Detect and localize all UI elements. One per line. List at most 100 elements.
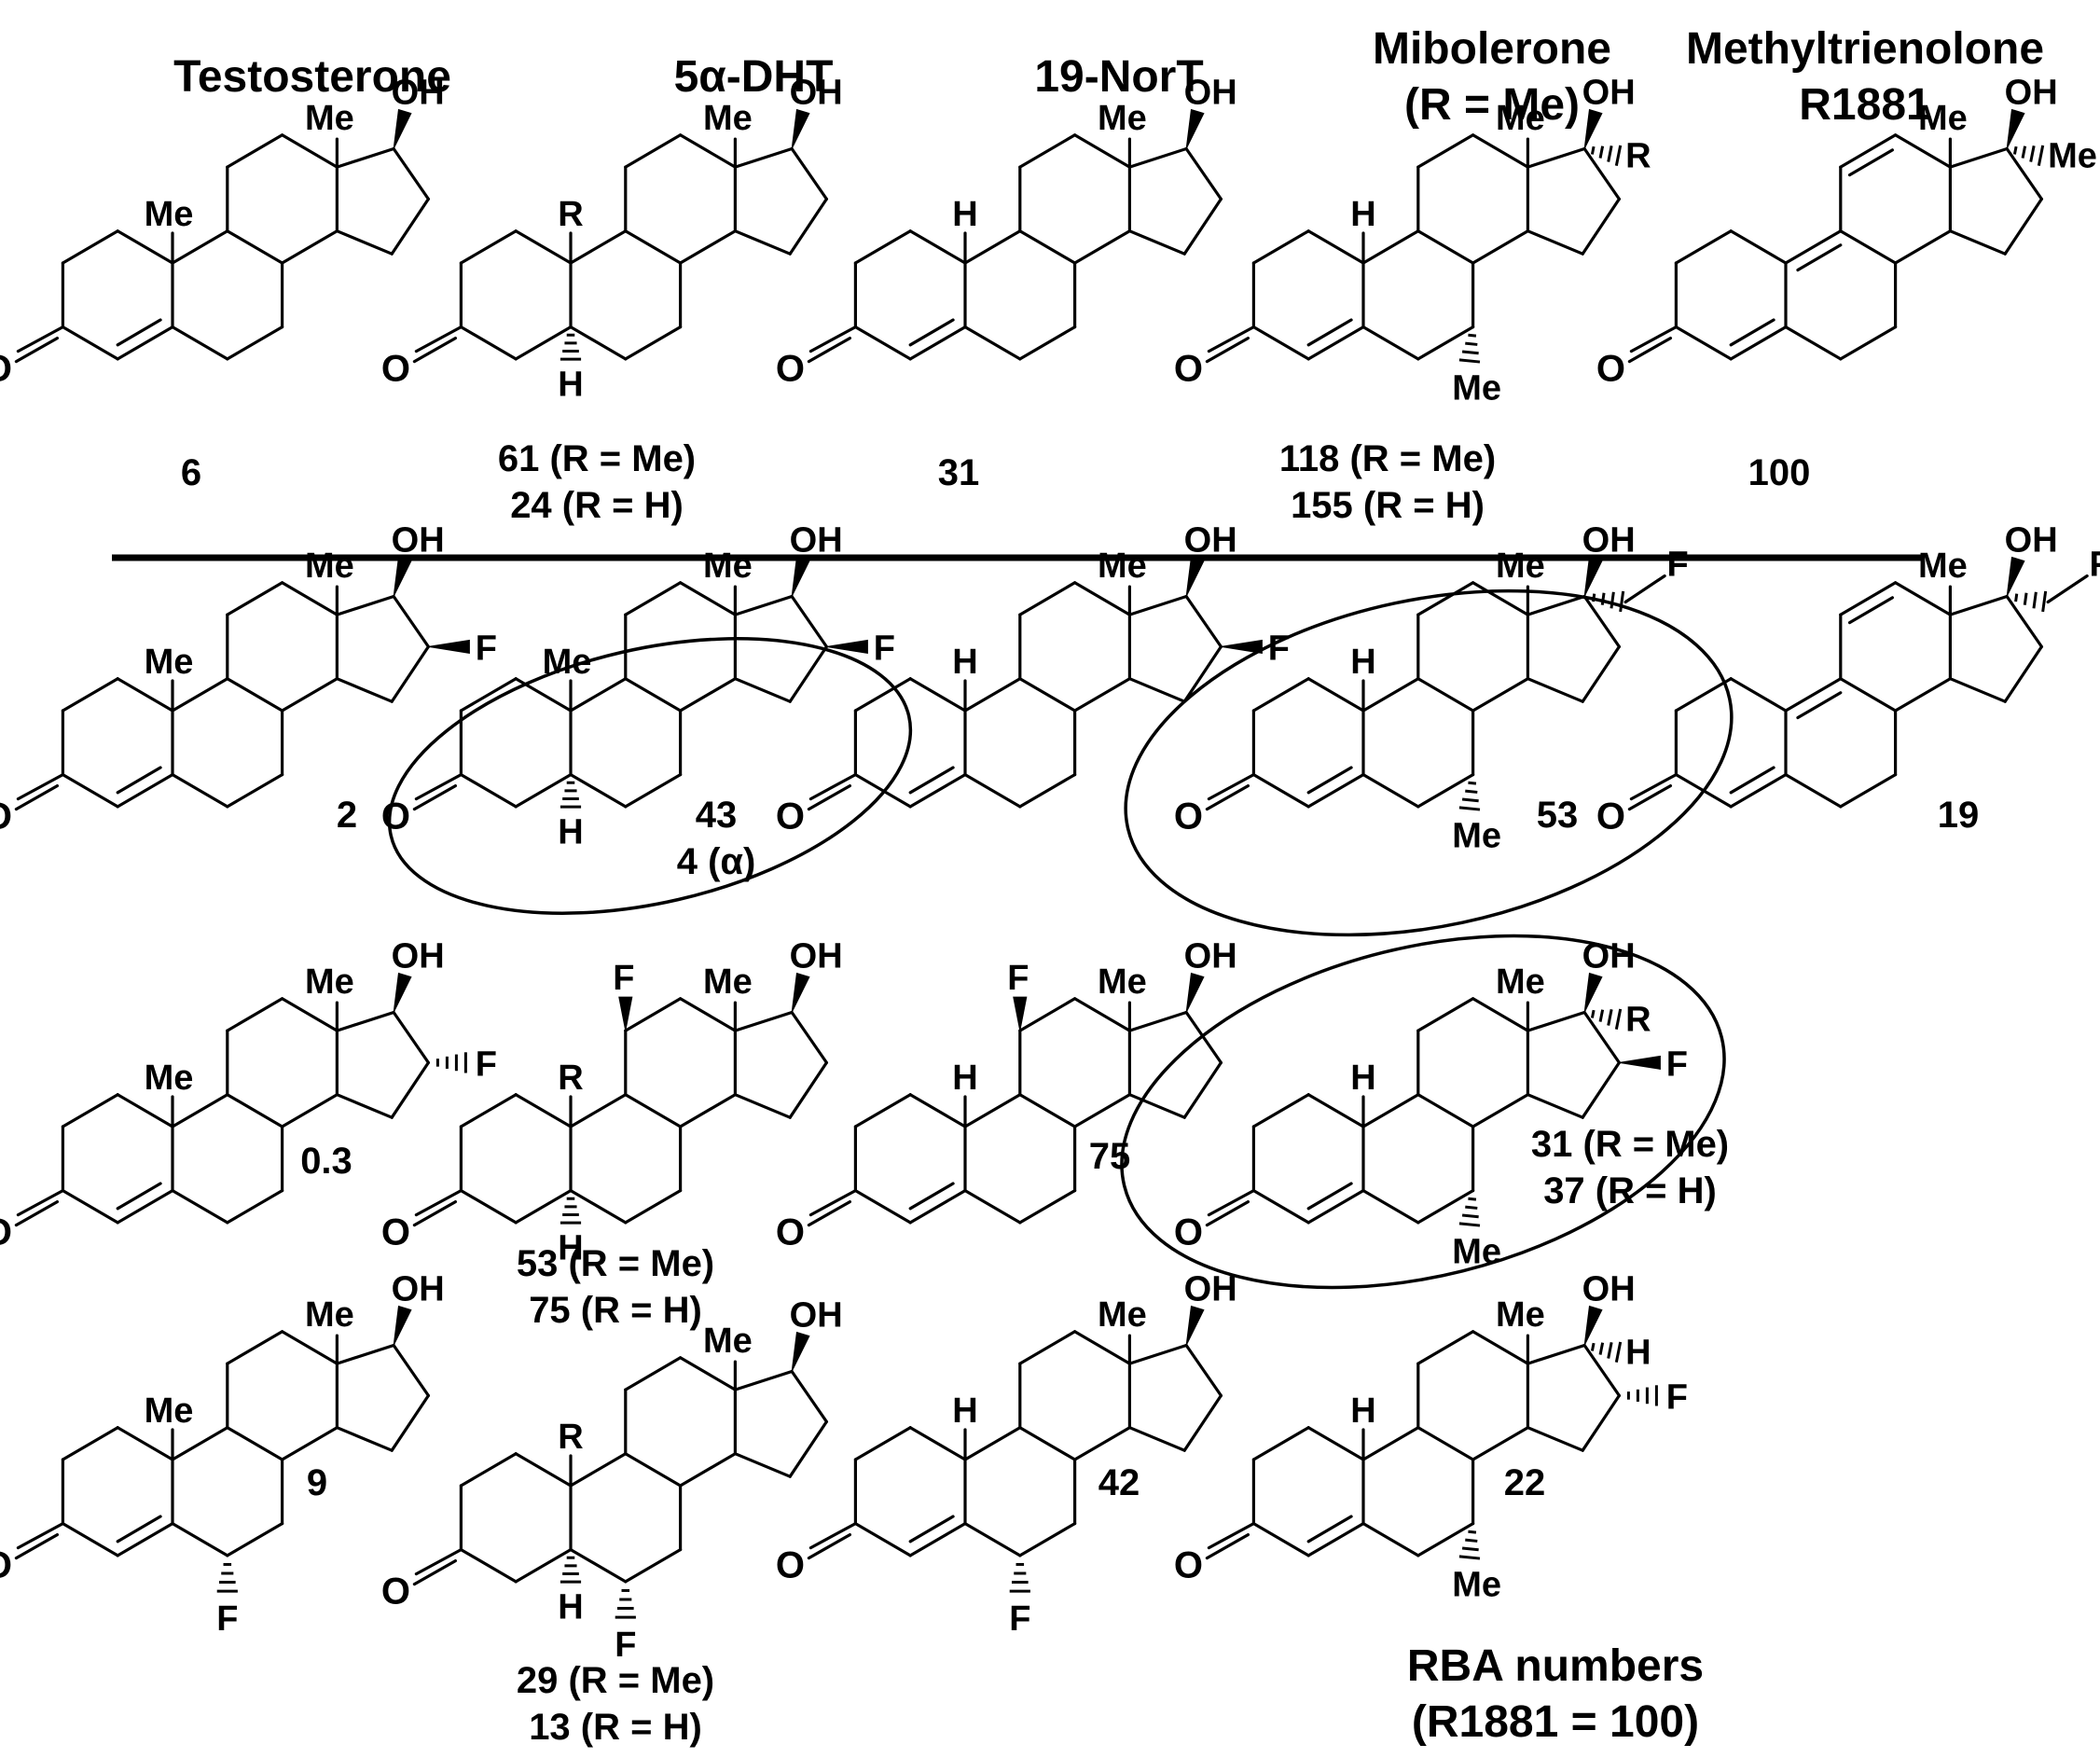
hash-bond [1458,358,1481,364]
legend-subtitle: (R1881 = 100) [1412,1697,1699,1747]
ring-bond [1018,1188,1077,1225]
carbonyl-bond [1207,1521,1256,1550]
carbonyl-bond [412,1558,457,1586]
hash-bond [1461,1213,1479,1219]
rba-value: 19 [1938,795,1980,836]
oxygen-label: O [381,349,410,390]
ring-bond [1839,772,1898,809]
ring-bond [1526,677,1584,703]
ring-bond [459,229,518,265]
ring-bond [624,325,683,361]
hash-bond [1590,1342,1596,1351]
fluorine-label: F [1009,1599,1030,1639]
ring-bond [1018,229,1077,265]
ring-bond [61,1093,119,1128]
ring-bond [1072,229,1132,265]
rba-value: 22 [1504,1462,1546,1503]
compound-name: Methyltrienolone [1686,24,2044,74]
ring-bond [1306,325,1365,361]
molecule: OMeMeOHF2 [0,521,497,837]
double-bond [1306,766,1353,795]
ring-bond [116,772,174,809]
ring-bond [2003,197,2043,256]
carbonyl-bond [807,783,852,811]
hydroxyl-label: OH [392,521,445,561]
ring-bond [1416,229,1475,265]
c10-substituent: H [1350,643,1375,682]
ring-bond [908,325,967,361]
ring-bond [678,677,738,713]
ring-bond [459,325,518,361]
ring-bond [1251,677,1310,713]
rba-value: 9 [307,1462,327,1503]
ring-bond [392,146,430,201]
hydrogen-label: H [558,1229,583,1268]
carbonyl-bond [16,772,65,801]
ring-bond [1361,1521,1420,1557]
molecule: OMeMeOHF9 [0,1270,445,1639]
ring-bond [788,644,829,703]
ring-bond [61,1188,119,1225]
ring-bond [1729,677,1788,713]
hash-bond [1607,1342,1613,1359]
ring-bond [788,1060,829,1119]
hash-bond [1458,1222,1481,1227]
ring-bond [281,229,338,265]
oxygen-label: O [1596,349,1625,390]
wedge-bond [791,108,810,149]
ring-bond [1072,581,1132,616]
carbonyl-bond [14,783,60,811]
oxygen-label: O [381,1212,410,1253]
ring-bond [61,772,119,809]
rba-value: 155 (R = H) [1291,485,1485,526]
ring-bond [116,1093,174,1128]
ring-bond [1306,1188,1365,1225]
hydrogen-label: H [558,813,583,852]
ring-bond [1018,677,1077,713]
ring-bond [1839,581,1898,616]
ring-bond [459,772,518,809]
ring-bond [171,677,229,713]
ring-bond [1526,1093,1584,1119]
molecule: OMeMeOH6 [0,74,445,494]
wedge-bond [1583,1305,1603,1346]
carbonyl-bond [412,783,457,811]
ring-bond [226,1188,284,1225]
ring-bond [1784,677,1843,713]
ring-bond [390,1393,430,1452]
hash-bond [1610,591,1615,609]
ring-bond [1018,581,1077,616]
c7-methyl: Me [1452,1233,1501,1272]
hydroxyl-label: OH [790,1296,843,1336]
ring-bond [1072,133,1132,169]
c7-methyl: Me [1452,369,1501,408]
double-bond [1729,766,1775,795]
hydroxyl-label: OH [790,937,843,976]
ring-bond [1582,1010,1622,1065]
c10-substituent: H [952,1059,977,1098]
ring-bond [1893,133,1952,169]
c13-methyl: Me [703,1322,753,1361]
wedge-bond [1185,556,1205,597]
carbonyl-bond [414,1188,463,1217]
rba-value: 31 (R = Me) [1531,1124,1729,1165]
ring-bond [1582,1343,1622,1398]
ring-bond [335,229,394,256]
ring-bond [1127,594,1188,616]
ring-bond [281,677,338,713]
hydroxyl-label: OH [1582,74,1636,113]
ring-bond [1471,1426,1530,1461]
hash-bond [1600,592,1606,605]
ring-bond [1581,644,1622,703]
ring-bond [678,997,738,1032]
wedge-bond [791,556,810,597]
carbonyl-bond [14,1532,60,1560]
hydroxyl-label: OH [1184,74,1237,113]
legend-title: RBA numbers [1407,1641,1704,1691]
c13-methyl: Me [1098,1295,1147,1335]
ring-bond [853,677,912,713]
oxygen-label: O [0,1545,12,1586]
